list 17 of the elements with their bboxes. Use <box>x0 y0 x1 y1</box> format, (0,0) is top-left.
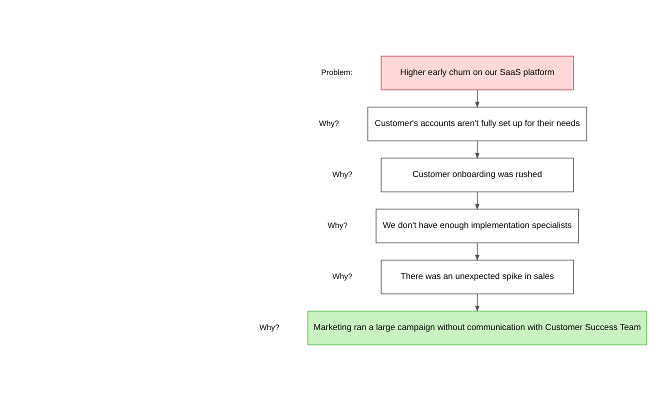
node-box: Marketing ran a large campaign without communication with Customer Success Team <box>307 310 648 345</box>
node-label: Problem: <box>321 67 353 76</box>
arrow <box>475 140 480 159</box>
node-label: Why? <box>259 322 280 332</box>
node-label: Why? <box>332 169 352 178</box>
node-box: Higher early churn on our SaaS platform <box>380 55 574 90</box>
node-box: There was an unexpected spike in sales <box>380 259 574 294</box>
node-box: Customer onboarding was rushed <box>380 157 574 192</box>
arrow <box>475 293 480 312</box>
node-box: Customer's accounts aren't fully set up for their needs <box>367 106 588 141</box>
node-label: Why? <box>328 220 348 230</box>
node-label: Why? <box>318 118 340 128</box>
arrow <box>475 89 480 108</box>
node-label: Why? <box>332 271 352 280</box>
arrow <box>475 242 480 261</box>
arrow <box>475 191 480 210</box>
node-box: We don't have enough implementation specialists <box>376 208 579 243</box>
